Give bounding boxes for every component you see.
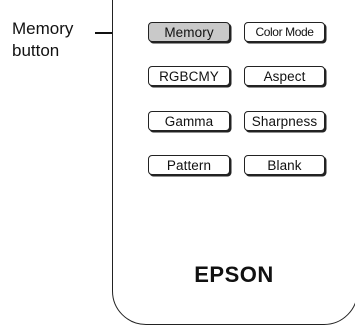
- aspect-button[interactable]: Aspect: [244, 66, 325, 86]
- blank-button[interactable]: Blank: [244, 155, 325, 175]
- callout-label: Memory button: [12, 18, 102, 62]
- brand-logo: EPSON: [194, 262, 274, 287]
- callout-label-line2: button: [12, 41, 60, 60]
- callout-label-line1: Memory: [12, 19, 74, 38]
- pattern-button[interactable]: Pattern: [148, 155, 230, 175]
- gamma-button[interactable]: Gamma: [148, 111, 230, 131]
- sharpness-button[interactable]: Sharpness: [244, 111, 325, 131]
- rgbcmy-button[interactable]: RGBCMY: [148, 66, 230, 86]
- color-mode-button[interactable]: Color Mode: [244, 22, 325, 42]
- memory-button[interactable]: Memory: [148, 22, 230, 42]
